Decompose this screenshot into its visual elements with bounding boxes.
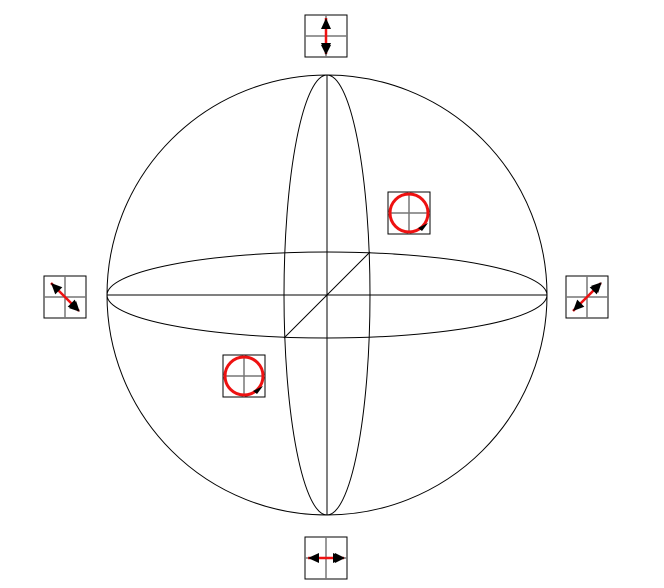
diagonal-axis [283, 251, 371, 339]
horizontal-linear-polarization-icon [304, 536, 348, 580]
circular-polarization-icon [387, 191, 431, 235]
vertical-linear-polarization-icon [304, 14, 348, 58]
diagonal-plus-45-polarization-icon [565, 275, 609, 319]
circular-polarization-icon [222, 354, 266, 398]
diagonal-minus-45-polarization-icon [43, 275, 87, 319]
